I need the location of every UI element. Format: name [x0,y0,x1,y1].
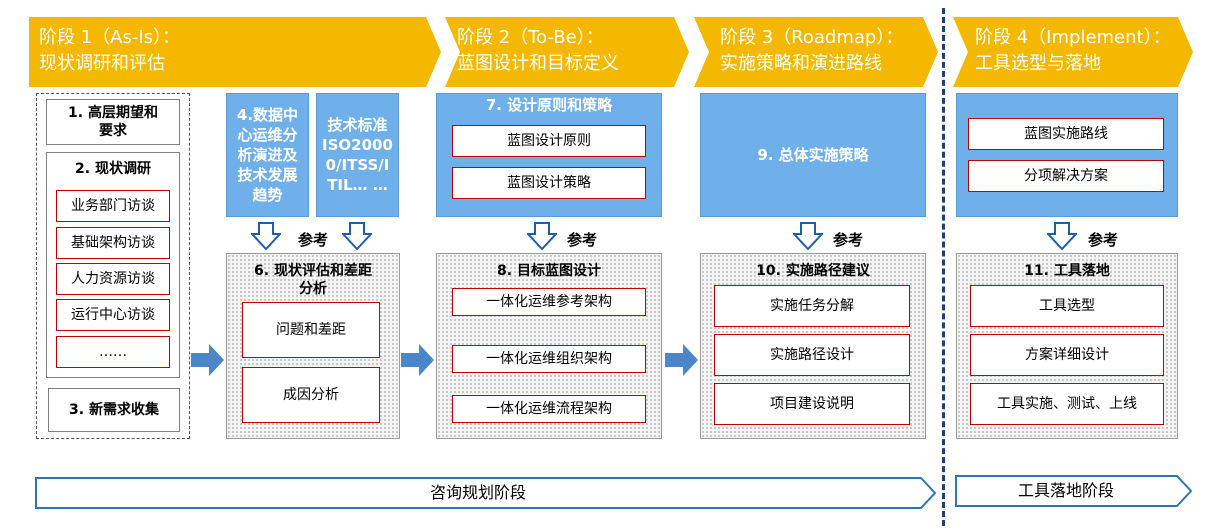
ref-label: 参考 [833,231,864,249]
sub-interview-business: 业务部门访谈 [56,190,170,222]
stage-3-title: 阶段 3（Roadmap）： [720,27,904,48]
sub-project-description: 项目建设说明 [714,383,910,425]
sub-blueprint-roadmap: 蓝图实施路线 [968,118,1164,150]
stage-3-banner: 阶段 3（Roadmap）： 实施策略和演进路线 [694,17,938,87]
sub-solution-items: 分项解决方案 [968,160,1164,192]
stage-3-subtitle: 实施策略和演进路线 [720,53,882,74]
arrow-down-icon [793,222,823,250]
stage-1-banner: 阶段 1（As-Is）： 现状调研和评估 [29,17,441,87]
sub-reference-architecture: 一体化运维参考架构 [452,288,646,316]
sub-interview-infrastructure: 基础架构访谈 [56,227,170,259]
sub-interview-ops-center: 运行中心访谈 [56,299,170,331]
box-6-title: 6. 现状评估和差距 分析 [254,263,372,297]
arrow-down-icon [342,222,372,250]
sub-issues-and-gaps: 问题和差距 [242,302,380,358]
stage-1-title: 阶段 1（As-Is）： [39,27,181,48]
arrow-down-icon [527,222,557,250]
stage-3-chevron [694,17,938,87]
sub-blueprint-strategy: 蓝图设计策略 [452,167,646,199]
stage-2-subtitle: 蓝图设计和目标定义 [457,53,619,74]
sub-task-breakdown: 实施任务分解 [714,285,910,327]
stage-1-subtitle: 现状调研和评估 [39,53,165,74]
stage-1-chevron [29,17,441,87]
stage-2-title: 阶段 2（To-Be）： [457,27,604,48]
box-10-title: 10. 实施路径建议 [756,263,870,279]
sub-blueprint-principles: 蓝图设计原则 [452,125,646,157]
box-11-title: 11. 工具落地 [1024,263,1110,279]
ref-label: 参考 [567,231,598,249]
stage-4-title: 阶段 4（Implement）： [975,27,1171,48]
arrow-right-icon [401,343,435,377]
panel-7-title: 7. 设计原则和策略 [485,96,613,114]
arrow-down-icon [1047,222,1077,250]
arrow-right-icon [665,343,699,377]
phase-consulting-label: 咨询规划阶段 [429,483,526,502]
panel-9-overall-strategy: 9. 总体实施策略 [700,93,926,217]
sub-interview-more: …… [56,336,170,368]
arrow-right-icon [191,343,225,377]
sub-process-architecture: 一体化运维流程架构 [452,395,646,423]
sub-tool-selection: 工具选型 [970,285,1164,327]
sub-path-design: 实施路径设计 [714,334,910,376]
sub-root-cause: 成因分析 [242,367,380,423]
phase-consulting-arrow: 咨询规划阶段 [35,477,937,509]
panel-4-analysis-trends: 4.数据中 心运维分 析演进及 技术发展 趋势 [226,93,309,217]
phase-divider [942,8,945,526]
stage-2-banner: 阶段 2（To-Be）： 蓝图设计和目标定义 [445,17,689,87]
column-1-container [36,93,190,439]
item-1-high-level-expectations: 1. 高层期望和 要求 [46,99,180,145]
panel-implementation-plan [956,93,1178,217]
stage-2-chevron [445,17,689,87]
panel-tech-standards: 技术标准 ISO2000 0/ITSS/I TIL… … [316,93,399,217]
sub-interview-hr: 人力资源访谈 [56,263,170,295]
phase-tool-arrow: 工具落地阶段 [955,475,1193,507]
stage-4-subtitle: 工具选型与落地 [975,53,1101,74]
box-8-title: 8. 目标蓝图设计 [497,263,601,279]
item-3-new-requirements: 3. 新需求收集 [48,388,180,432]
phase-tool-label: 工具落地阶段 [1017,481,1114,500]
ref-label: 参考 [1088,231,1119,249]
sub-org-architecture: 一体化运维组织架构 [452,345,646,373]
sub-implement-test-launch: 工具实施、测试、上线 [970,383,1164,425]
arrow-down-icon [251,222,281,250]
ref-label: 参考 [298,231,329,249]
stage-4-banner: 阶段 4（Implement）： 工具选型与落地 [953,17,1193,87]
stage-4-chevron [953,17,1193,87]
sub-detailed-design: 方案详细设计 [970,334,1164,376]
item-2-title: 2. 现状调研 [75,161,151,177]
